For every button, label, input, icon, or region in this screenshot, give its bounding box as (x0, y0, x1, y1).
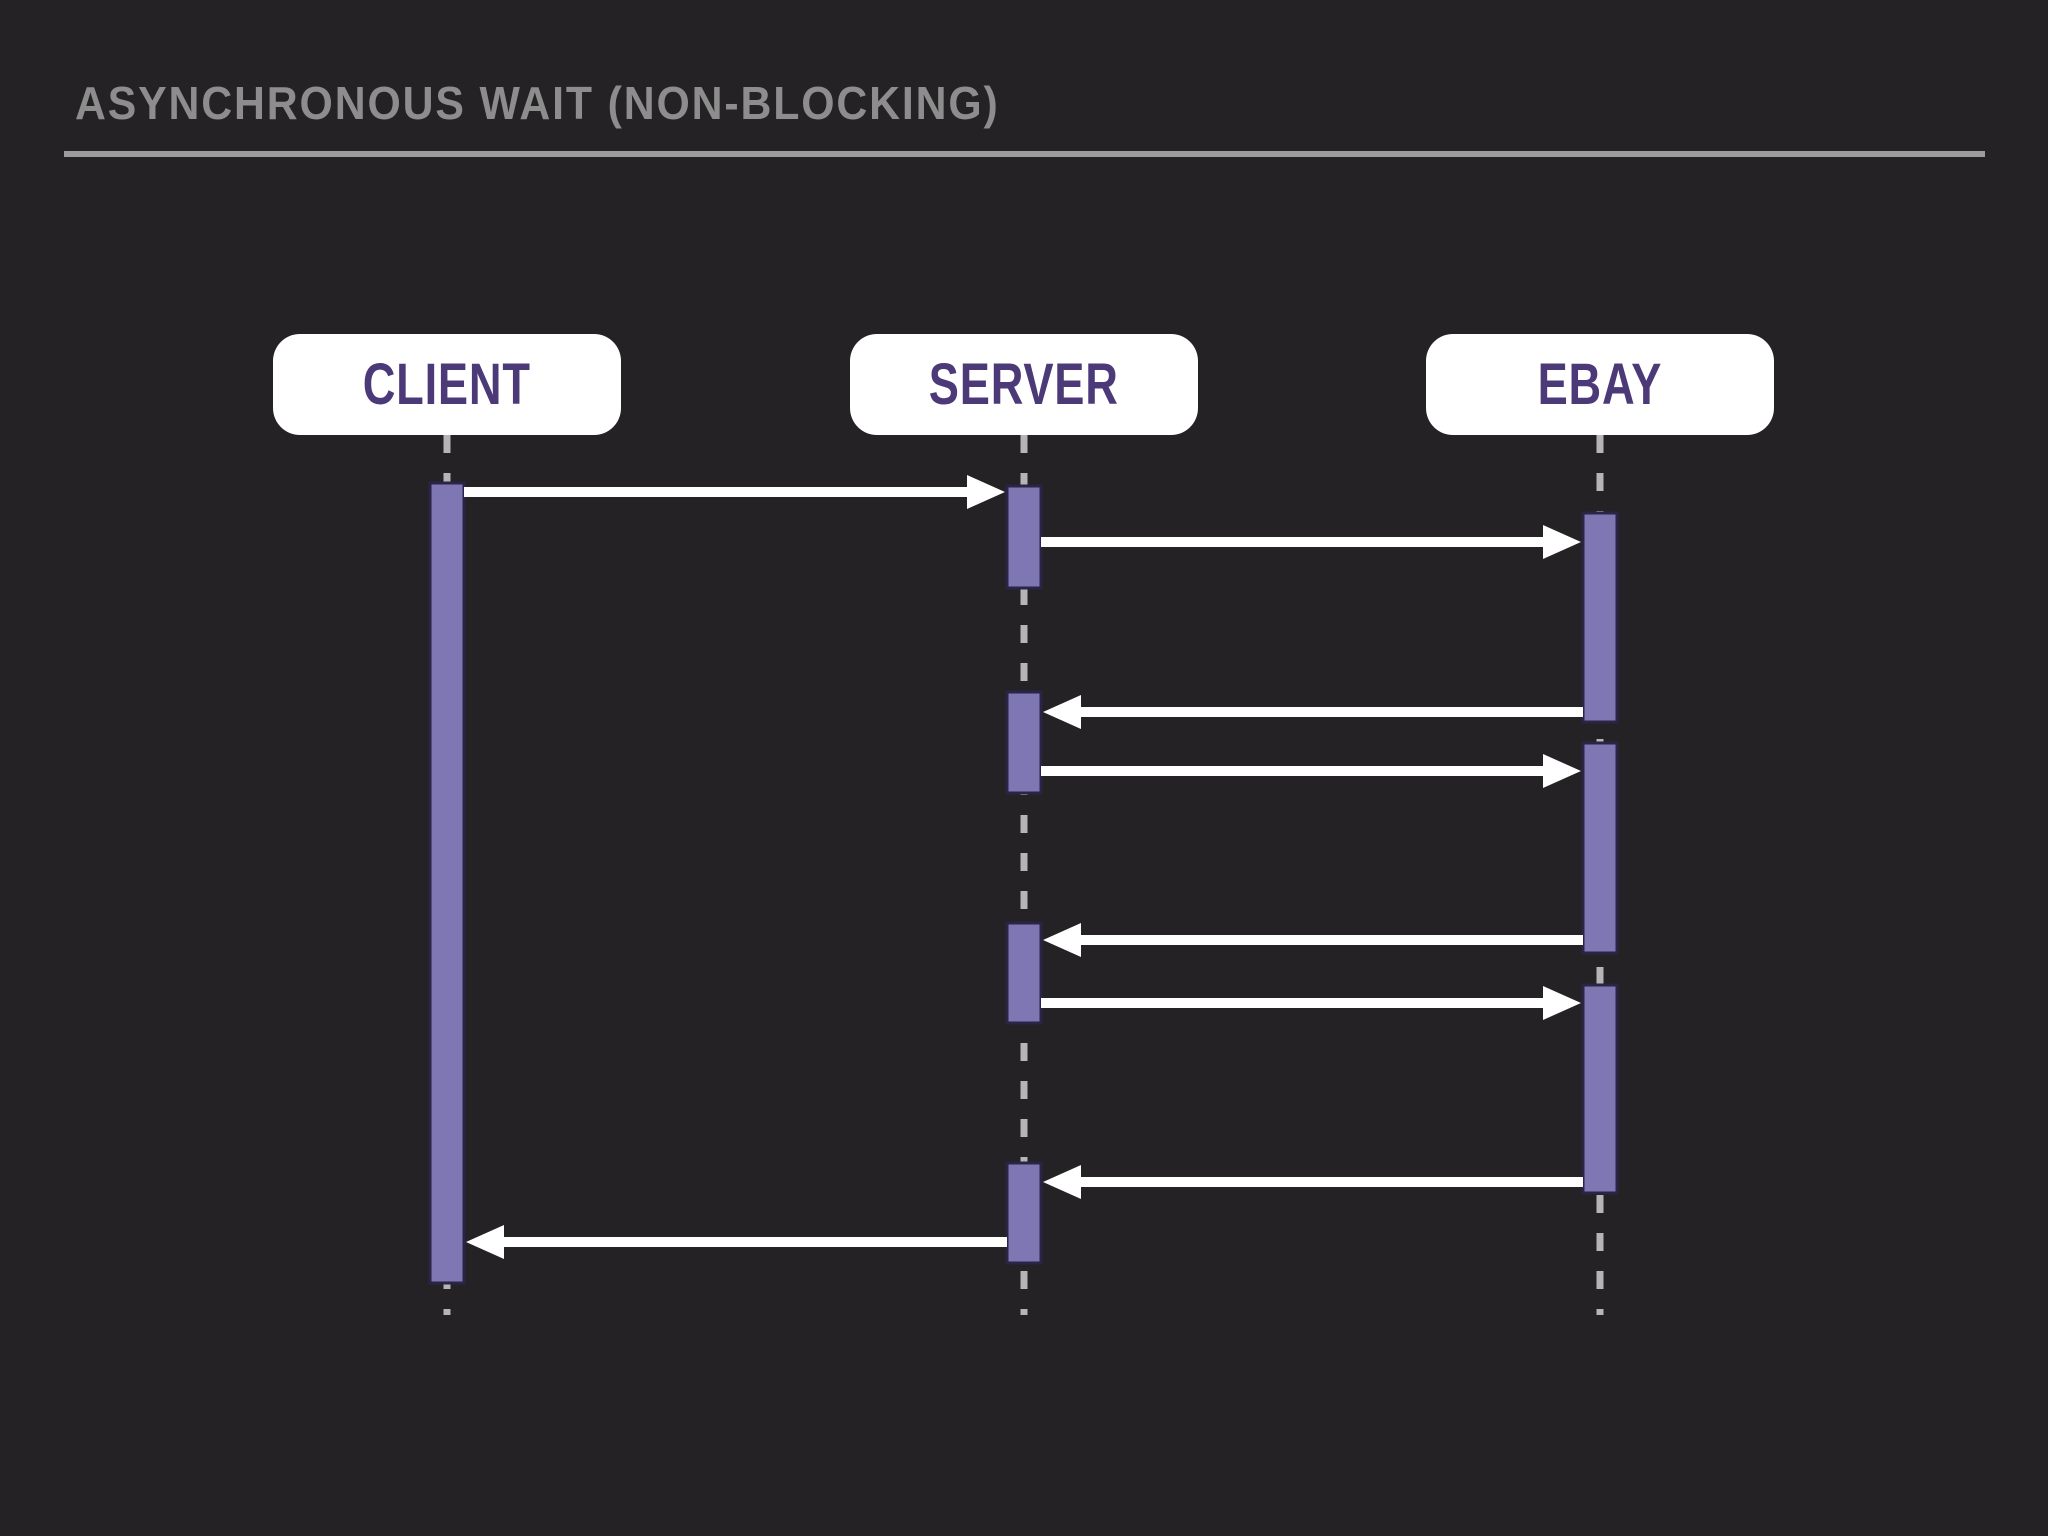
actor-label-client: CLIENT (362, 352, 532, 417)
actor-box-client: CLIENT (273, 334, 621, 435)
actor-label-ebay: EBAY (1537, 352, 1663, 417)
activation-bar-server-5 (1005, 1161, 1043, 1265)
activation-bar-server-3 (1005, 690, 1043, 795)
activation-bar-ebay-8 (1581, 983, 1619, 1195)
activation-bar-client-1 (428, 481, 466, 1285)
actor-label-server: SERVER (929, 352, 1119, 417)
title-underline (64, 151, 1985, 157)
message-arrowhead-5-ebay-to-server (1043, 923, 1081, 957)
message-arrowhead-4-server-to-ebay (1543, 754, 1581, 788)
message-arrowhead-1-client-to-server (967, 475, 1005, 509)
actor-box-server: SERVER (850, 334, 1198, 435)
activation-bar-ebay-6 (1581, 511, 1619, 724)
activation-bar-ebay-7 (1581, 741, 1619, 955)
actor-box-ebay: EBAY (1426, 334, 1774, 435)
activation-bar-server-2 (1005, 484, 1043, 590)
slide-title: ASYNCHRONOUS WAIT (NON-BLOCKING) (75, 77, 1000, 129)
message-arrowhead-3-ebay-to-server (1043, 695, 1081, 729)
message-arrowhead-2-server-to-ebay (1543, 525, 1581, 559)
message-arrowhead-8-server-to-client (466, 1225, 504, 1259)
message-arrowhead-7-ebay-to-server (1043, 1165, 1081, 1199)
message-arrowhead-6-server-to-ebay (1543, 986, 1581, 1020)
activation-bar-server-4 (1005, 921, 1043, 1025)
